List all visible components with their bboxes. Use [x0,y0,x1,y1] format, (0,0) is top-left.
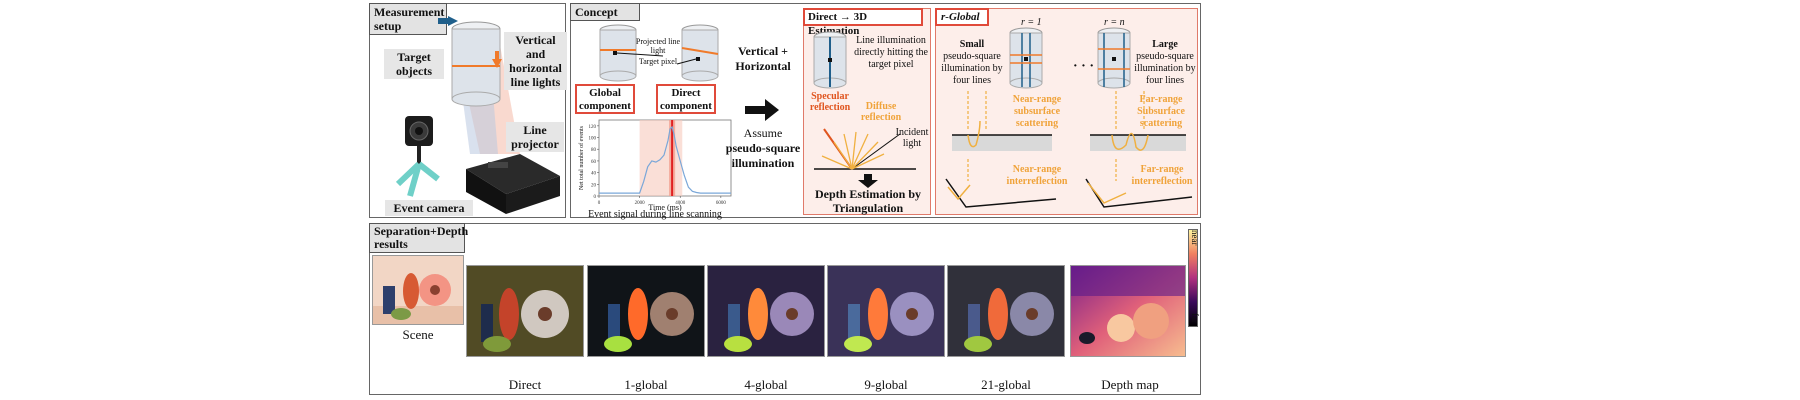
r-global-title-text: r-Global [941,11,980,23]
large-bold: Large [1152,39,1178,50]
results-title: Separation+Depth results [369,223,468,253]
x-tick-label: 4000 [675,201,686,206]
colorbar-far-label: far [1190,313,1200,323]
near-interreflection-label: Near-range interreflection [1006,164,1068,187]
direct-3d-panel: Direct → 3D Estimation Line illumination… [803,8,931,215]
y-tick-label: 120 [589,125,597,130]
small-illumination-text: Small pseudo-square illumination by four… [938,39,1006,87]
far-subsurface-label: Far-range Subsurface scattering [1137,94,1185,129]
r1-label: r = 1 [1021,17,1042,28]
global-component-box: Global component [575,84,635,114]
interreflection-diagram [945,159,1193,208]
direct-cylinder [813,31,847,89]
small-bold: Small [959,39,985,50]
caption-9-global: 9-global [864,377,908,392]
far-interreflection-label: Far-range interreflection [1131,164,1193,187]
colorbar-near-label: near [1190,230,1200,246]
incident-light-label: Incident light [895,127,929,149]
near-subsurface-label: Near-range subsurface scattering [1012,94,1062,129]
target-pixel-label: Target pixel [638,57,678,66]
plot-caption: Event signal during line scanning [588,209,722,220]
series-line [599,125,731,194]
event-signal-plot: 0 20 40 60 80 100 120 0 2000 4000 6000 Time (ms) Net… [578,119,732,211]
large-text: pseudo-square illumination by four lines [1134,51,1196,86]
ellipsis-dots: · · · [1073,59,1095,74]
x-tick-label: 0 [598,201,601,206]
rn-label: r = n [1104,17,1125,28]
y-tick-label: 60 [591,160,597,165]
pseudo-square-label: pseudo-square illumination [725,141,801,170]
21-global-thumbnail [947,265,1065,357]
y-tick-label: 0 [594,195,597,200]
target-objects-label: Target objects [384,49,444,79]
x-axis-label: Time (ms) [648,203,682,211]
large-illumination-text: Large pseudo-square illumination by four… [1132,39,1198,87]
concept-title: Concept [570,3,640,21]
event-camera-label: Event camera [385,200,473,216]
direct-component-box: Direct component [656,84,716,114]
r-global-cylinders [1009,27,1131,89]
x-tick-label: 2000 [635,201,646,206]
concept-panel: Concept Projected line light Target pixe… [570,3,1201,220]
measurement-setup-title: Measurement setup [369,3,447,35]
caption-4-global: 4-global [744,377,788,392]
caption-direct: Direct [508,377,542,392]
direct-3d-title: Direct → 3D Estimation [803,8,923,37]
diffuse-reflection-label: Diffuse reflection [860,101,902,123]
1-global-thumbnail [587,265,705,357]
caption-1-global: 1-global [624,377,668,392]
direct-thumbnail [466,265,584,357]
scene-thumbnail [372,255,464,325]
y-tick-label: 100 [589,137,597,142]
right-arrow-icon [745,99,779,121]
x-tick-label: 6000 [716,201,727,206]
reflection-diagram [814,128,916,170]
line-lights-label: Vertical and horizontal line lights [504,32,567,90]
vertical-horizontal-label: Vertical + Horizontal [735,44,791,73]
caption-scene: Scene [402,327,434,342]
r-global-title: r-Global [935,8,989,26]
concept-cylinders [599,24,719,82]
specular-reflection-label: Specular reflection [809,91,851,113]
r-global-panel: r-Global r = 1 r = n Small pseudo-square… [935,8,1198,215]
9-global-thumbnail [827,265,945,357]
line-illumination-text: Line illumination directly hitting the t… [854,35,928,70]
y-axis-label: Net total number of events [578,125,585,190]
projected-line-light-label: Projected line light [635,37,681,55]
y-tick-label: 20 [591,183,597,188]
measurement-setup-panel: Measurement setup Target objects Vertica… [369,3,567,218]
depth-estimation-label: Depth Estimation by Triangulation [814,187,921,215]
measurement-setup-illustration [395,16,560,214]
subsurface-diagram [952,91,1186,151]
down-arrow-icon [858,174,878,188]
depth-colorbar [1188,229,1198,327]
y-tick-label: 40 [591,172,597,177]
caption-depth-map: Depth map [1101,377,1159,392]
y-tick-label: 80 [591,148,597,153]
4-global-thumbnail [707,265,825,357]
assume-label: Assume [743,126,783,140]
depth-map-thumbnail [1070,265,1186,357]
small-text: pseudo-square illumination by four lines [941,51,1003,86]
caption-21-global: 21-global [981,377,1031,392]
line-projector-label: Line projector [506,122,564,152]
